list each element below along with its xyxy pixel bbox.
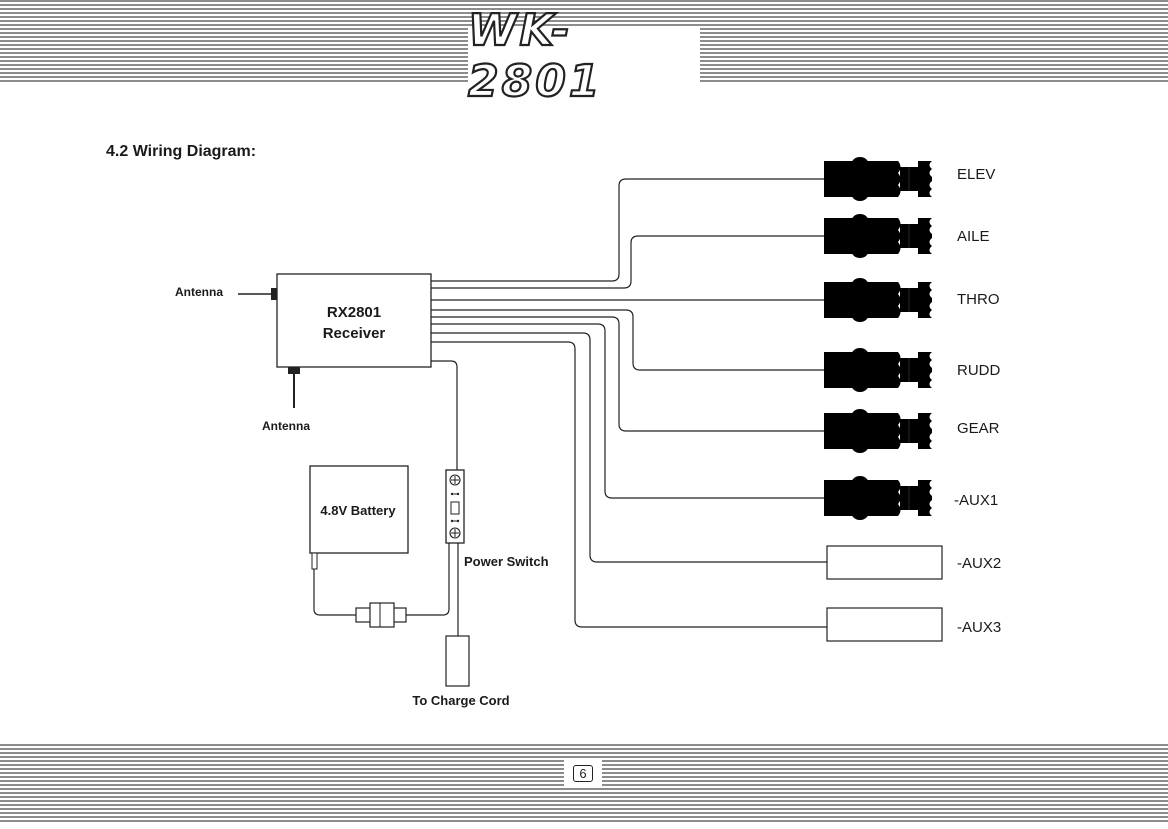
battery-wire bbox=[314, 569, 356, 615]
battery-lead bbox=[312, 553, 317, 569]
battery-label: 4.8V Battery bbox=[320, 503, 396, 518]
device-aux2 bbox=[827, 546, 942, 579]
servo-aux1 bbox=[824, 476, 932, 520]
channel-label-aux1: -AUX1 bbox=[954, 492, 998, 509]
servo-rudd bbox=[824, 348, 932, 392]
wire-elev bbox=[431, 179, 824, 281]
wire-rudd bbox=[431, 310, 824, 370]
device-aux3 bbox=[827, 608, 942, 641]
power-switch bbox=[446, 470, 464, 543]
wire-aile bbox=[431, 236, 824, 288]
power-switch-label: Power Switch bbox=[464, 554, 549, 569]
charge-cord-label: To Charge Cord bbox=[412, 693, 509, 708]
wire-power bbox=[431, 361, 457, 470]
battery-connector bbox=[356, 603, 406, 627]
channel-label-elev: ELEV bbox=[957, 166, 995, 183]
wire-aux3 bbox=[431, 342, 827, 627]
channel-label-aile: AILE bbox=[957, 228, 990, 245]
switch-to-connector-wire bbox=[406, 543, 449, 615]
channel-label-aux2: -AUX2 bbox=[957, 555, 1001, 572]
side-antenna bbox=[238, 288, 277, 300]
wire-aux2 bbox=[431, 333, 827, 562]
servo-gear bbox=[824, 409, 932, 453]
page-number: 6 bbox=[573, 765, 592, 782]
bottom-antenna-label: Antenna bbox=[262, 419, 310, 433]
wire-gear bbox=[431, 317, 824, 431]
channel-label-rudd: RUDD bbox=[957, 362, 1000, 379]
channel-label-thro: THRO bbox=[957, 291, 1000, 308]
wire-aux1 bbox=[431, 324, 824, 498]
charge-cord-plug bbox=[446, 636, 469, 686]
receiver-name: RX2801 bbox=[327, 304, 381, 321]
channel-label-gear: GEAR bbox=[957, 420, 1000, 437]
receiver-type: Receiver bbox=[323, 325, 386, 342]
servo-thro bbox=[824, 278, 932, 322]
bottom-antenna bbox=[288, 367, 300, 408]
servo-aile bbox=[824, 214, 932, 258]
servo-elev bbox=[824, 157, 932, 201]
page-number-box: 6 bbox=[564, 760, 602, 786]
side-antenna-label: Antenna bbox=[175, 285, 223, 299]
channel-label-aux3: -AUX3 bbox=[957, 619, 1001, 636]
